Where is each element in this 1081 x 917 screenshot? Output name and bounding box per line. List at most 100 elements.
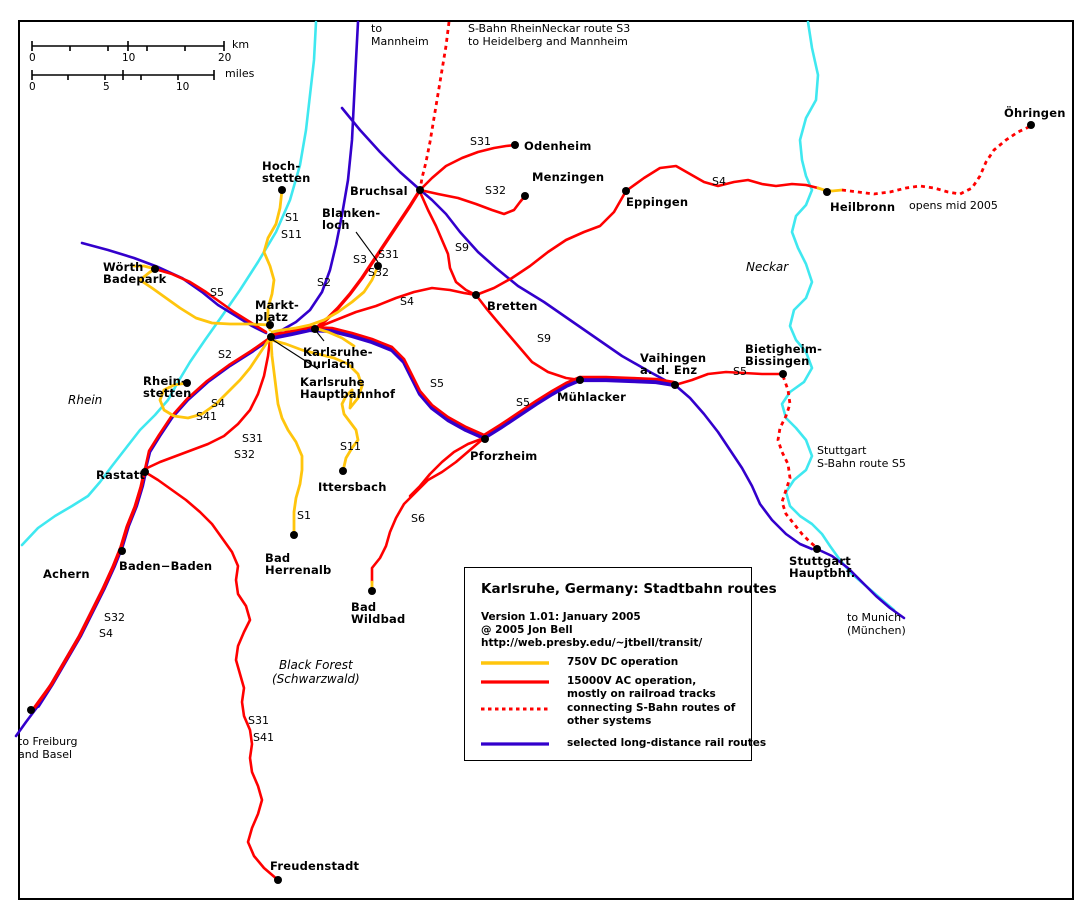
station-dot[interactable] bbox=[290, 531, 298, 539]
station-dot[interactable] bbox=[813, 545, 821, 553]
station-dot[interactable] bbox=[151, 265, 159, 273]
route-number-label: S11 bbox=[281, 228, 302, 241]
red-bretten-eppingen bbox=[474, 189, 628, 297]
station-dot[interactable] bbox=[183, 379, 191, 387]
route-number-label: S41 bbox=[253, 731, 274, 744]
station-dot[interactable] bbox=[274, 876, 282, 884]
station-dot[interactable] bbox=[622, 187, 630, 195]
legend-meta: Version 1.01: January 2005 @ 2005 Jon Be… bbox=[481, 611, 703, 649]
scale-km-tick-1: 10 bbox=[122, 52, 136, 64]
station-dot[interactable] bbox=[266, 321, 274, 329]
legend-swatches bbox=[481, 661, 549, 746]
station-label: Bad Wildbad bbox=[351, 600, 406, 626]
station-dot[interactable] bbox=[1027, 121, 1035, 129]
gold-durlach-stub bbox=[312, 326, 356, 348]
route-number-label: S2 bbox=[317, 276, 331, 289]
map-annotation: to Mannheim bbox=[371, 22, 429, 48]
scale-miles-tick-1: 5 bbox=[103, 81, 110, 93]
legend-title: Karlsruhe, Germany: Stadtbahn routes bbox=[481, 581, 777, 597]
route-number-label: S5 bbox=[210, 286, 224, 299]
map-border bbox=[18, 20, 1074, 900]
station-dot[interactable] bbox=[339, 467, 347, 475]
dc-routes-layer bbox=[132, 186, 844, 593]
station-label: Rastatt bbox=[96, 468, 146, 482]
route-number-label: S5 bbox=[430, 377, 444, 390]
station-dot[interactable] bbox=[481, 435, 489, 443]
station-dot[interactable] bbox=[278, 186, 286, 194]
scale-km-tick-2: 20 bbox=[218, 52, 232, 64]
route-number-label: S5 bbox=[733, 365, 747, 378]
map-annotation: Stuttgart S-Bahn route S5 bbox=[817, 444, 906, 470]
route-number-label: S32 bbox=[234, 448, 255, 461]
station-dot[interactable] bbox=[118, 547, 126, 555]
station-label: Bietigheim- Bissingen bbox=[745, 342, 823, 368]
red-bruchsal-menzingen bbox=[418, 188, 527, 216]
gold-marktplatz-west bbox=[138, 267, 272, 327]
station-dot[interactable] bbox=[511, 141, 519, 149]
station-label: Achern bbox=[43, 567, 90, 581]
red-pforzheim-west-branch bbox=[408, 436, 486, 498]
station-dot[interactable] bbox=[374, 262, 382, 270]
leader-lines bbox=[272, 231, 379, 370]
map-annotation: to Freiburg and Basel bbox=[18, 735, 78, 761]
station-dot[interactable] bbox=[576, 376, 584, 384]
leader-blankenloch bbox=[355, 231, 379, 263]
legend-label-0: 750V DC operation bbox=[567, 656, 679, 668]
route-number-label: S4 bbox=[712, 175, 726, 188]
red-bruchsal-odenheim bbox=[418, 143, 517, 192]
geography-label: Black Forest (Schwarzwald) bbox=[272, 658, 360, 686]
gold-rheinstetten-s2 bbox=[158, 335, 273, 420]
station-label: Stuttgart Hauptbhf. bbox=[789, 554, 856, 580]
station-dot[interactable] bbox=[416, 186, 424, 194]
geography-label: Rhein bbox=[68, 393, 103, 407]
red-vaihingen-bietigheim bbox=[673, 370, 785, 387]
station-label: Bad Herrenalb bbox=[265, 551, 332, 577]
red-karlsruhe-rastatt bbox=[143, 335, 273, 471]
red-muehlacker-vaihingen bbox=[578, 375, 676, 384]
station-label: Rhein- stetten bbox=[143, 374, 192, 400]
route-number-label: S32 bbox=[104, 611, 125, 624]
red-woerth-spur bbox=[153, 267, 268, 334]
station-label: Mühlacker bbox=[557, 390, 626, 404]
route-number-label: S1 bbox=[285, 211, 299, 224]
gold-hbf-south bbox=[269, 338, 304, 537]
legend-box: Karlsruhe, Germany: Stadtbahn routes Ver… bbox=[464, 567, 777, 761]
route-number-label: S9 bbox=[537, 332, 551, 345]
station-dot[interactable] bbox=[311, 325, 319, 333]
station-dot[interactable] bbox=[141, 468, 149, 476]
station-dot[interactable] bbox=[779, 370, 787, 378]
route-number-label: S2 bbox=[218, 348, 232, 361]
station-label: Bretten bbox=[487, 299, 538, 313]
dotted-bietigheim-stuttgart bbox=[776, 375, 818, 550]
route-number-label: S4 bbox=[211, 397, 225, 410]
red-rastatt-north-s32 bbox=[143, 338, 272, 471]
station-label: Baden−Baden bbox=[119, 559, 213, 573]
route-number-label: S1 bbox=[297, 509, 311, 522]
red-rastatt-achern bbox=[33, 467, 147, 709]
station-dot[interactable] bbox=[267, 333, 275, 341]
map-annotation: S-Bahn RheinNeckar route S3 to Heidelber… bbox=[468, 22, 631, 48]
dotted-heilbronn-oehringen bbox=[841, 124, 1032, 196]
station-label: Eppingen bbox=[626, 195, 689, 209]
route-number-label: S31 bbox=[470, 135, 491, 148]
scale-miles-tick-0: 0 bbox=[29, 81, 36, 93]
geography-label: Neckar bbox=[746, 260, 789, 274]
station-dot[interactable] bbox=[368, 587, 376, 595]
route-number-label: S3 bbox=[353, 253, 367, 266]
red-eppingen-heilbronn bbox=[624, 164, 820, 193]
blue-mannheim-karlsruhe bbox=[270, 20, 360, 338]
blue-karlsruhe-south bbox=[144, 336, 274, 470]
station-label: Markt- platz bbox=[255, 298, 299, 324]
route-number-label: S6 bbox=[411, 512, 425, 525]
station-dot[interactable] bbox=[472, 291, 480, 299]
station-dot[interactable] bbox=[27, 706, 35, 714]
station-dot[interactable] bbox=[671, 381, 679, 389]
connecting-sbahn-layer bbox=[418, 21, 1032, 550]
neckar-river bbox=[780, 20, 896, 612]
station-dot[interactable] bbox=[521, 192, 529, 200]
scale-unit-km: km bbox=[232, 38, 250, 51]
red-bruchsal-bretten bbox=[418, 190, 478, 297]
blue-pforzheim-muehlacker bbox=[481, 377, 583, 441]
station-dot[interactable] bbox=[823, 188, 831, 196]
